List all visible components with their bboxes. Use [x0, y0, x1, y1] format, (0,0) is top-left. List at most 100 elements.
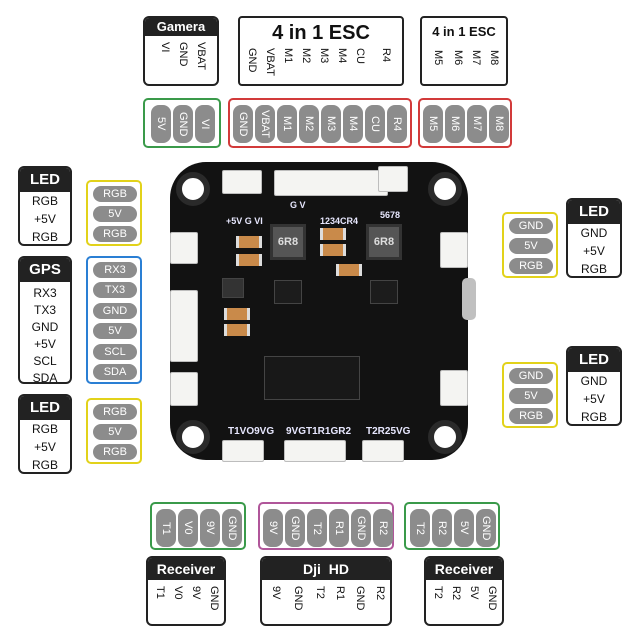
- esc2-pin-label: M7: [470, 50, 482, 66]
- receiver2-pad: 5V: [454, 509, 474, 547]
- dji-pin-label: R2: [374, 586, 386, 601]
- esc2-label-box: 4 in 1 ESC M5 M6 M7 M8: [420, 16, 508, 86]
- gps-pad: SCL: [93, 344, 137, 360]
- gps-pad: 5V: [93, 323, 137, 339]
- gps-line: +5V: [34, 337, 56, 351]
- esc1-pin-label: GND: [246, 48, 258, 73]
- gps-line: SDA: [32, 371, 58, 384]
- left-led1-title: LED: [20, 168, 70, 192]
- camera-pad: GND: [173, 105, 193, 143]
- dji-pin-label: T2: [314, 586, 326, 599]
- dji-pad: GND: [285, 509, 305, 547]
- esc2-pin-label: M8: [488, 50, 500, 66]
- dji-pin-label: 9V: [270, 586, 282, 600]
- receiver2-pin-label: 5V: [468, 586, 480, 600]
- camera-pad: 5V: [151, 105, 171, 143]
- right-led2-line: GND: [580, 374, 608, 388]
- capacitor: [320, 244, 346, 256]
- receiver2-title: Receiver: [426, 558, 502, 580]
- esc2-title: 4 in 1 ESC: [432, 24, 496, 39]
- dji-pad: T2: [307, 509, 327, 547]
- dji-connector: [284, 440, 346, 462]
- capacitor: [224, 324, 250, 336]
- inductor: 6R8: [366, 224, 402, 260]
- receiver1-pin-label: 9V: [190, 586, 202, 600]
- receiver2-pad: R2: [432, 509, 452, 547]
- silk-top-left: +5V G VI: [226, 216, 263, 226]
- receiver1-title: Receiver: [148, 558, 224, 580]
- right-led1-label-box: LED GND +5V RGB: [566, 198, 622, 278]
- dji-pad: GND: [351, 509, 371, 547]
- silk-bottom-left: T1VO9VG: [228, 426, 275, 437]
- right-led2-pad: 5V: [509, 388, 553, 404]
- right-led2-line: RGB: [580, 410, 607, 424]
- left-led2-line: +5V: [34, 440, 56, 454]
- dji-pad: R1: [329, 509, 349, 547]
- receiver1-connector: [222, 440, 264, 462]
- silk-bottom-mid: 9VGT1R1GR2: [286, 426, 352, 437]
- esc1-pin-label: R4: [380, 48, 392, 63]
- right-led2-pad-group: GND 5V RGB: [502, 362, 558, 428]
- camera-pad-group: 5V GND VI: [143, 98, 221, 148]
- receiver1-pad: GND: [222, 509, 242, 547]
- dji-label-box: Dji HD 9V GND T2 R1 GND R2: [260, 556, 392, 626]
- dji-pin-label: GND: [354, 586, 366, 611]
- receiver1-pad: T1: [156, 509, 176, 547]
- esc2-pad: M5: [423, 105, 443, 143]
- left-led1-line: RGB: [31, 230, 58, 244]
- receiver1-pin-label: V0: [172, 586, 184, 600]
- gps-pad: SDA: [93, 364, 137, 380]
- gps-line: GND: [31, 320, 59, 334]
- esc1-pin-label: M2: [300, 48, 312, 64]
- right-led2-title: LED: [568, 348, 620, 372]
- esc1-label-box: 4 in 1 ESC GND VBAT M1 M2 M3 M4 CU R4: [238, 16, 404, 86]
- left-led2-pad-group: RGB 5V RGB: [86, 398, 142, 464]
- camera-pin-label: VI: [159, 42, 171, 53]
- receiver1-label-box: Receiver T1 V0 9V GND: [146, 556, 226, 626]
- capacitor: [236, 254, 262, 266]
- gps-line: SCL: [33, 354, 57, 368]
- receiver1-pin-label: T1: [154, 586, 166, 599]
- left-led1-pad: RGB: [93, 186, 137, 202]
- inductor: 6R8: [270, 224, 306, 260]
- mounting-hole: [176, 172, 210, 206]
- left-led2-pad: RGB: [93, 404, 137, 420]
- esc1-pin-label: M1: [282, 48, 294, 64]
- esc1-pad: M3: [321, 105, 341, 143]
- dji-pad-group: 9V GND T2 R1 GND R2: [258, 502, 394, 550]
- left-led2-pad: 5V: [93, 424, 137, 440]
- right-led1-title: LED: [568, 200, 620, 224]
- left-led1-pad: 5V: [93, 206, 137, 222]
- esc1-pin-label: M3: [318, 48, 330, 64]
- right-led1-line: RGB: [580, 262, 607, 276]
- left-led1-connector: [170, 232, 198, 264]
- regulator-chip: [274, 280, 302, 304]
- esc2-pad: M6: [445, 105, 465, 143]
- receiver2-pin-label: T2: [432, 586, 444, 599]
- esc1-pad: M4: [343, 105, 363, 143]
- right-led2-pad: GND: [509, 368, 553, 384]
- esc1-pin-label: M4: [336, 48, 348, 64]
- esc1-pad: M2: [299, 105, 319, 143]
- camera-connector: [222, 170, 262, 194]
- capacitor: [320, 228, 346, 240]
- camera-pad: VI: [195, 105, 215, 143]
- esc2-pad: M8: [489, 105, 509, 143]
- right-led2-label-box: LED GND +5V RGB: [566, 346, 622, 426]
- receiver2-connector: [362, 440, 404, 462]
- mounting-hole: [176, 420, 210, 454]
- gps-connector: [170, 290, 198, 362]
- silk-bottom-right: T2R25VG: [366, 426, 411, 437]
- receiver2-label-box: Receiver T2 R2 5V GND: [424, 556, 504, 626]
- dji-pad: R2: [373, 509, 393, 547]
- sensor-chip: [222, 278, 244, 298]
- esc1-connector: [274, 170, 388, 196]
- right-led1-pad-group: GND 5V RGB: [502, 212, 558, 278]
- gps-pad: RX3: [93, 262, 137, 278]
- left-led2-pad: RGB: [93, 444, 137, 460]
- capacitor: [224, 308, 250, 320]
- receiver2-pad: T2: [410, 509, 430, 547]
- gps-line: TX3: [33, 303, 56, 317]
- silk-top-mid: G V: [290, 200, 306, 210]
- left-led1-label-box: LED RGB +5V RGB: [18, 166, 72, 246]
